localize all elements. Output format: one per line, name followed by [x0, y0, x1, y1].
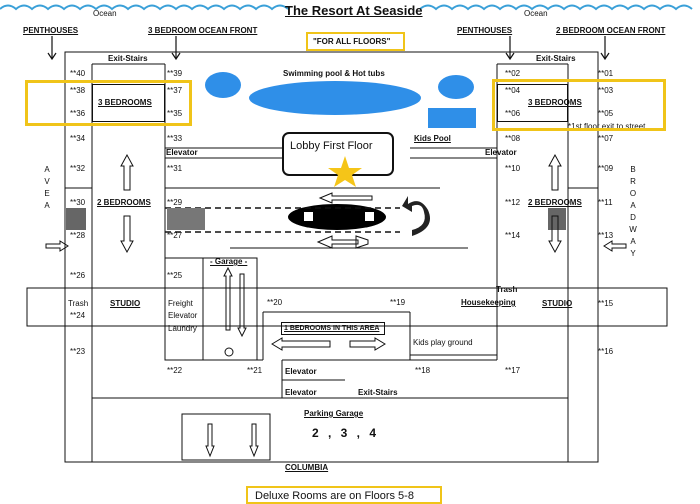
laundry-label: Laundry: [168, 324, 197, 333]
room-16: **16: [598, 347, 614, 356]
lobby-label: Lobby First Floor: [290, 140, 373, 152]
room-15: **15: [598, 299, 614, 308]
room-11: **11: [598, 198, 613, 207]
room-10: **10: [505, 164, 521, 173]
freight-label: Freight: [168, 299, 193, 308]
bottom-note-label: Deluxe Rooms are on Floors 5-8: [255, 490, 414, 502]
exit-stairs-left-label: Exit-Stairs: [108, 54, 148, 63]
ocean-front-left-label: 3 BEDROOM OCEAN FRONT: [148, 26, 258, 35]
ocean-label-left: Ocean: [93, 9, 117, 18]
room-34: **34: [70, 134, 86, 143]
page-title: The Resort At Seaside: [285, 3, 423, 18]
penthouses-left-label: PENTHOUSES: [23, 26, 79, 35]
three-bedrooms-left-highlight: [25, 80, 192, 126]
room-27: **27: [167, 231, 183, 240]
for-all-floors-label: "FOR ALL FLOORS": [313, 37, 391, 46]
elevator-left-label: Elevator: [166, 148, 198, 157]
street-bottom-label: COLUMBIA: [285, 463, 329, 472]
ocean-label-right: Ocean: [524, 9, 548, 18]
three-bedrooms-left-box: [92, 84, 165, 122]
room-18: **18: [415, 366, 431, 375]
room-22: **22: [167, 366, 183, 375]
room-23: **23: [70, 347, 86, 356]
room-04: **04: [505, 86, 521, 95]
room-09: **09: [598, 164, 614, 173]
penthouses-right-label: PENTHOUSES: [457, 26, 513, 35]
room-37: **37: [167, 86, 183, 95]
room-25: **25: [167, 271, 183, 280]
trash-right-label: Trash: [496, 285, 518, 294]
room-26: **26: [70, 271, 86, 280]
room-14: **14: [505, 231, 521, 240]
parking-garage-label: Parking Garage: [304, 409, 364, 418]
pool-label: Swimming pool & Hot tubs: [283, 69, 385, 78]
studio-left-label: STUDIO: [110, 299, 141, 308]
room-38: **38: [70, 86, 86, 95]
room-31: **31: [167, 164, 183, 173]
room-33: **33: [167, 134, 183, 143]
one-bedrooms-label: 1 BEDROOMS IN THIS AREA: [284, 325, 380, 332]
room-20: **20: [267, 298, 283, 307]
three-bedrooms-right-label: 3 BEDROOMS: [528, 98, 582, 107]
two-bedrooms-left-label: 2 BEDROOMS: [97, 198, 151, 207]
first-floor-exit-note: *1st floor exit to street: [568, 122, 646, 131]
elevator-bottom-label-2: Elevator: [285, 388, 317, 397]
for-all-floors-box: [306, 32, 405, 51]
three-bedrooms-left-label: 3 BEDROOMS: [98, 98, 152, 107]
housekeeping-label: Housekeeping: [461, 298, 516, 307]
studio-right-label: STUDIO: [542, 299, 573, 308]
room-03: **03: [598, 86, 614, 95]
room-19: **19: [390, 298, 406, 307]
garage-label: - Garage -: [210, 257, 248, 266]
room-12: **12: [505, 198, 521, 207]
room-13: **13: [598, 231, 614, 240]
trash-left-label: Trash: [68, 299, 89, 308]
one-bedrooms-box: [281, 322, 385, 335]
three-bedrooms-right-highlight: [492, 79, 666, 131]
exit-stairs-right-label: Exit-Stairs: [536, 54, 576, 63]
room-17: **17: [505, 366, 521, 375]
two-bedrooms-right-label: 2 BEDROOMS: [528, 198, 582, 207]
room-28: **28: [70, 231, 86, 240]
elevator-right-label: Elevator: [485, 148, 517, 157]
room-06: **06: [505, 109, 521, 118]
room-05: **05: [598, 109, 614, 118]
three-bedrooms-right-box: [497, 84, 568, 122]
room-39: **39: [167, 69, 183, 78]
freight-elevator-label: Elevator: [168, 311, 198, 320]
room-35: **35: [167, 109, 183, 118]
room-40: **40: [70, 69, 86, 78]
room-07: **07: [598, 134, 614, 143]
kids-pool-label: Kids Pool: [414, 134, 451, 143]
ocean-waves: [0, 4, 693, 11]
room-30: **30: [70, 198, 86, 207]
room-36: **36: [70, 109, 86, 118]
room-02: **02: [505, 69, 521, 78]
room-01: **01: [598, 69, 614, 78]
elevator-bottom-label-1: Elevator: [285, 367, 317, 376]
ocean-front-right-label: 2 BEDROOM OCEAN FRONT: [556, 26, 666, 35]
parking-floors-label: 2 , 3 , 4: [312, 426, 380, 440]
room-21: **21: [247, 366, 263, 375]
room-08: **08: [505, 134, 521, 143]
room-29: **29: [167, 198, 183, 207]
exit-stairs-bottom-label: Exit-Stairs: [358, 388, 398, 397]
kids-playground-label: Kids play ground: [413, 338, 473, 347]
room-32: **32: [70, 164, 86, 173]
room-24: **24: [70, 311, 86, 320]
